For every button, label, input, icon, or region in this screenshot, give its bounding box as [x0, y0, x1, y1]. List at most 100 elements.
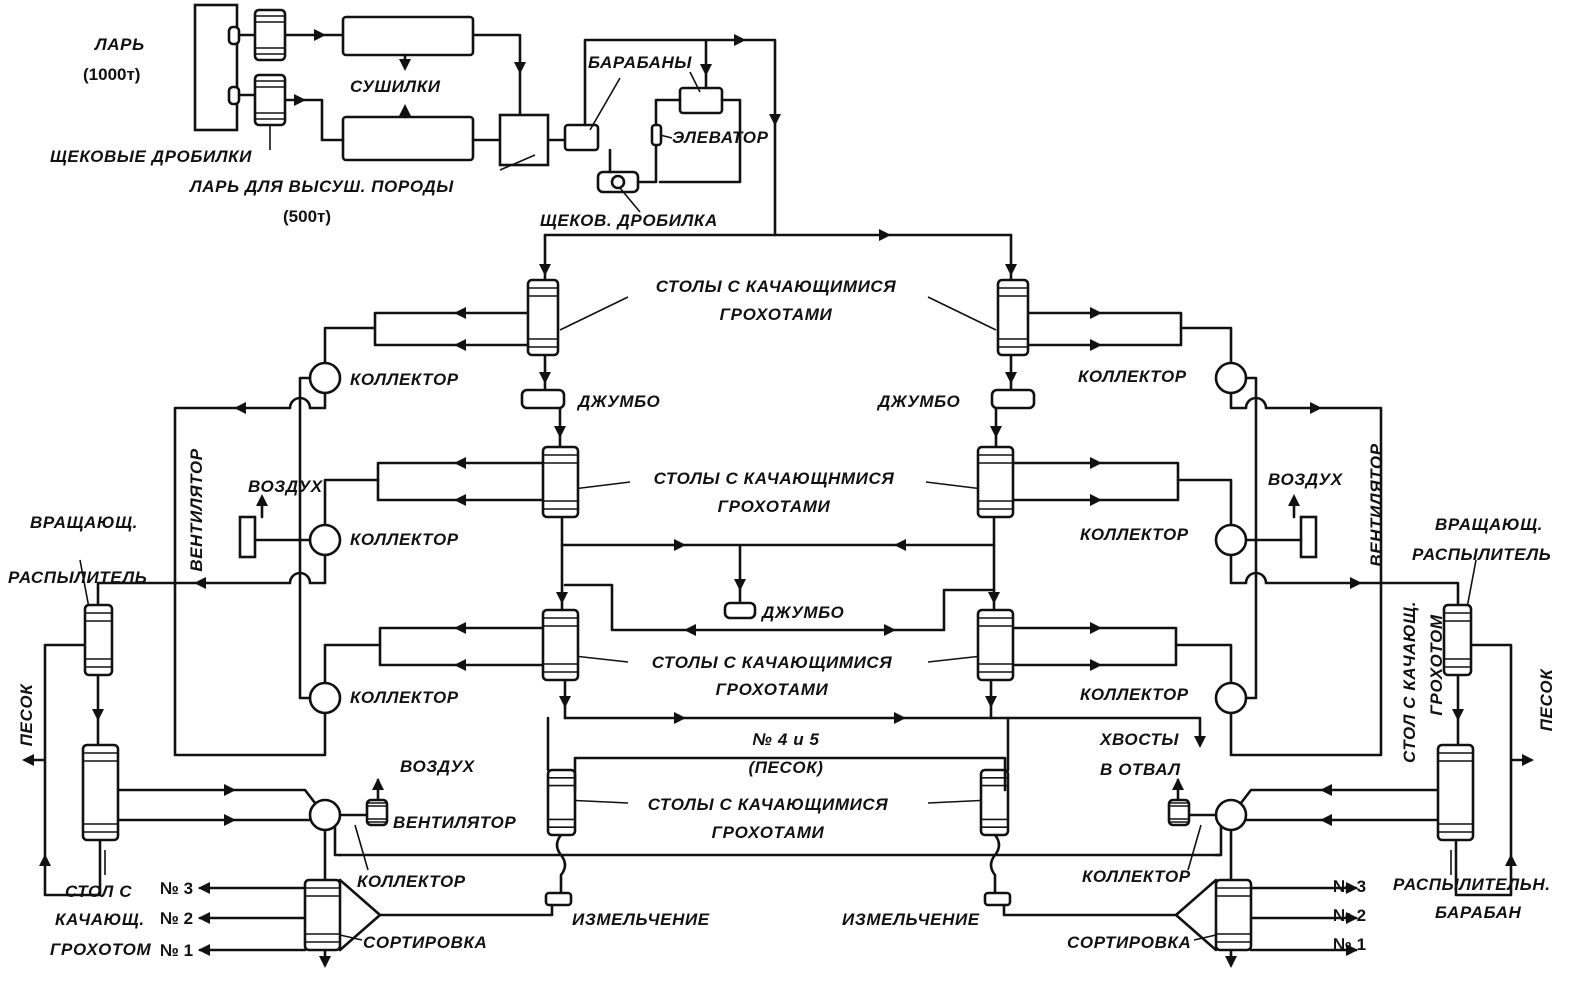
jumbo-label: ДЖУМБО [760, 603, 844, 622]
flow-arrow-icon [194, 577, 206, 589]
tables-1-label: СТОЛЫ С КАЧАЮЩИМИСЯ [656, 277, 897, 296]
flow-arrow-icon [454, 622, 466, 634]
pipe-level-1 [373, 311, 530, 347]
sorting-label: СОРТИРОВКА [363, 933, 487, 952]
rotary-sprayer-label: ВРАЩАЮЩ. [1435, 515, 1543, 534]
flow-arrow-icon [454, 457, 466, 469]
elevator-label: ЭЛЕВАТОР [672, 128, 769, 147]
generated-marks [22, 264, 580, 968]
flow-arrow-icon [700, 64, 712, 76]
flow-arrow-icon [294, 94, 306, 106]
collector-2 [308, 523, 342, 557]
tables-1-label: ГРОХОТАМИ [720, 305, 833, 324]
flow-arrow-icon [454, 339, 466, 351]
flow-arrow-icon [514, 62, 526, 74]
fan-label: ВЕНТИЛЯТОР [187, 448, 206, 571]
tables-2-label: СТОЛЫ С КАЧАЮЩНМИСЯ [654, 469, 895, 488]
flow-arrow-icon [884, 624, 896, 636]
shaking-table-4 [546, 768, 577, 837]
collector-label: КОЛЛЕКТОР [1078, 367, 1187, 386]
pipe-level-2 [376, 461, 545, 502]
rotary-sprayer-label: ВРАЩАЮЩ. [30, 513, 138, 532]
grinding-unit [544, 891, 573, 907]
flow-arrow-icon [198, 912, 210, 924]
dried-rock-bin [498, 113, 550, 167]
tables-3-label: СТОЛЫ С КАЧАЮЩИМИСЯ [652, 653, 893, 672]
sorting-screen [303, 878, 342, 952]
pipe [323, 643, 382, 685]
sorting-lines [323, 878, 554, 967]
collector-label: КОЛЛЕКТОР [350, 688, 459, 707]
bin-label: ЛАРЬ [93, 35, 145, 54]
collector-label: КОЛЛЕКТОР [357, 872, 466, 891]
flow-arrow-icon [198, 944, 210, 956]
pipe-level-3 [378, 626, 545, 667]
sand-label: ПЕСОК [1537, 668, 1556, 731]
flow-arrow-icon [539, 264, 551, 276]
air-label: ВОЗДУХ [248, 477, 324, 496]
flow-arrow-icon [399, 59, 411, 71]
collector-bus [298, 376, 312, 700]
grade-label: № 2 [1333, 906, 1366, 925]
flow-arrow-icon [674, 712, 686, 724]
flow-arrow-icon [894, 539, 906, 551]
single-table-label: ГРОХОТОМ [50, 940, 151, 959]
left-half-equipment [22, 233, 631, 968]
flow-arrow-icon [224, 784, 236, 796]
fan-label: ВЕНТИЛЯТОР [1367, 443, 1386, 566]
generated-marks [253, 8, 1206, 748]
grade-label: № 1 [1333, 935, 1366, 954]
flow-arrow-icon [224, 814, 236, 826]
sand-fractions-label: (ПЕСОК) [748, 758, 823, 777]
flow-arrow-icon [674, 539, 686, 551]
leader-lines [79, 296, 631, 941]
jaw-crushers-label: ЩЕКОВЫЕ ДРОБИЛКИ [50, 147, 252, 166]
dried-rock-bin-label: ЛАРЬ ДЛЯ ВЫСУШ. ПОРОДЫ [188, 177, 454, 196]
dryer-2 [341, 115, 475, 162]
flow-arrow-icon [539, 372, 551, 384]
sand-label: ПЕСОК [17, 683, 36, 746]
tables-3-label: ГРОХОТАМИ [716, 680, 829, 699]
shaking-table-2 [541, 445, 580, 519]
single-table-label: СТОЛ С КАЧАЮЩ. [1400, 601, 1419, 763]
grade-label: № 3 [160, 879, 193, 898]
jumbo-label: ДЖУМБО [876, 392, 960, 411]
flow-arrow-icon [769, 114, 781, 126]
shaking-table-3 [541, 608, 580, 682]
fan [365, 798, 389, 827]
tailings-label: В ОТВАЛ [1100, 760, 1181, 779]
single-table-label: СТОЛ С [65, 882, 132, 901]
air-inlet [238, 515, 257, 559]
jaw-crusher-label: ЩЕКОВ. ДРОБИЛКА [540, 211, 718, 230]
air-label: ВОЗДУХ [400, 757, 476, 776]
jumbo-1 [520, 388, 566, 410]
drum-1 [563, 123, 600, 152]
flow-arrow-icon [734, 34, 746, 46]
collector-1 [308, 361, 342, 395]
flow-arrow-icon [554, 426, 566, 438]
flow-arrow-icon [39, 854, 51, 866]
fan-duct [173, 391, 327, 757]
crusher-wheel [610, 174, 626, 190]
flow-arrow-icon [559, 696, 571, 708]
single-table-label: КАЧАЮЩ. [55, 910, 145, 929]
bin-1000t [193, 3, 239, 132]
tables-2-label: ГРОХОТАМИ [718, 497, 831, 516]
sprayer-feed [96, 553, 327, 607]
flow-arrow-icon [198, 882, 210, 894]
gate [227, 25, 241, 46]
collector-lines [323, 778, 380, 882]
collector-3 [308, 681, 342, 715]
rotary-sprayer-label: РАСПЫЛИТЕЛЬ [1412, 545, 1551, 564]
pipe [323, 478, 380, 527]
flow-arrow-icon [319, 956, 331, 968]
flow-arrow-icon [734, 579, 746, 591]
table-to-collector [116, 788, 317, 822]
flow-arrow-icon [234, 402, 246, 414]
collector-label: КОЛЛЕКТОР [350, 370, 459, 389]
flow-arrow-icon [92, 709, 104, 721]
feed-lines [237, 33, 257, 97]
flow-arrow-icon [372, 778, 384, 790]
center-equipment [193, 3, 1222, 857]
